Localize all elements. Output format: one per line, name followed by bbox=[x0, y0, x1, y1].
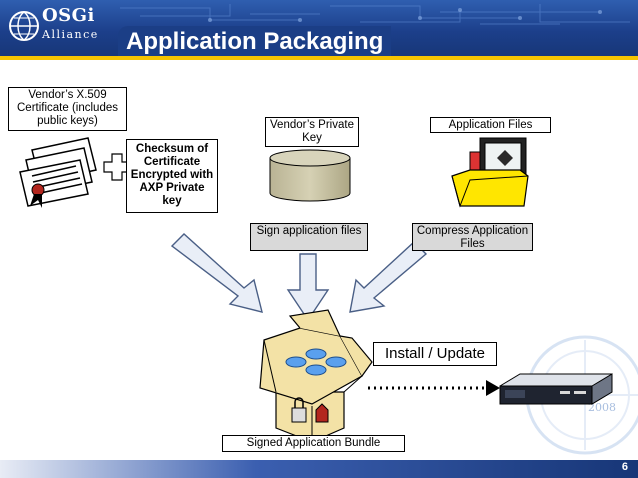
arrow-left-icon bbox=[170, 233, 263, 313]
compress-application-files-label: Compress Application Files bbox=[412, 223, 533, 251]
arrow-center-icon bbox=[286, 253, 330, 322]
lock-icon bbox=[291, 397, 307, 423]
header-divider bbox=[0, 56, 638, 60]
dotted-arrow-icon bbox=[368, 380, 500, 396]
certificate-icon bbox=[19, 137, 97, 208]
osgi-logo-icon bbox=[9, 11, 39, 41]
slide-header: OSGi Alliance Application Packaging bbox=[0, 0, 638, 58]
bundle-box-icon bbox=[259, 309, 373, 443]
diagram-canvas: 2008 bbox=[19, 137, 638, 455]
application-files-icon bbox=[451, 137, 529, 208]
watermark-year: 2008 bbox=[588, 401, 616, 414]
arrows bbox=[170, 233, 428, 322]
page-number: 6 bbox=[621, 461, 628, 473]
circuit-background bbox=[120, 4, 630, 25]
install-update-label: Install / Update bbox=[373, 342, 497, 366]
certificate-seal-icon bbox=[315, 403, 329, 423]
logo-subtext: Alliance bbox=[42, 28, 99, 41]
logo-text: OSGi bbox=[42, 5, 95, 26]
signed-application-bundle-label: Signed Application Bundle bbox=[222, 435, 405, 452]
arrow-right-icon bbox=[349, 241, 428, 313]
sign-application-files-label: Sign application files bbox=[250, 223, 368, 251]
vendor-private-key-label: Vendor’s Private Key bbox=[265, 117, 359, 147]
application-files-label: Application Files bbox=[430, 117, 551, 133]
private-key-cylinder-icon bbox=[269, 149, 351, 202]
slide-footer: 6 bbox=[0, 460, 638, 478]
slide-title: Application Packaging bbox=[118, 26, 392, 58]
device-icon bbox=[499, 373, 613, 405]
checksum-label: Checksum of Certificate Encrypted with A… bbox=[126, 139, 218, 213]
vendor-certificate-label: Vendor’s X.509 Certificate (includes pub… bbox=[8, 87, 127, 131]
